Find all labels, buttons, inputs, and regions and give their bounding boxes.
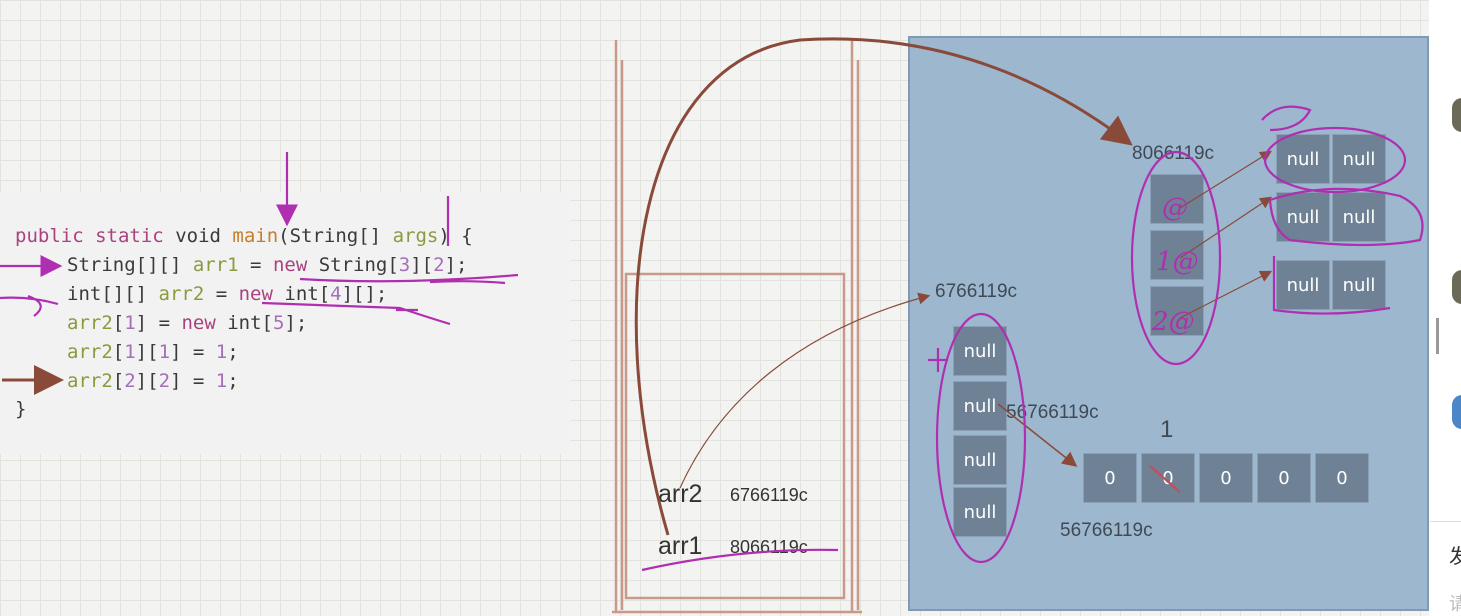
sub-array-2-cell-0: null bbox=[1276, 260, 1330, 310]
arr2-pointer-arrow bbox=[679, 292, 931, 489]
code-panel bbox=[0, 192, 570, 454]
int-array-cell-4: 0 bbox=[1315, 453, 1369, 503]
arr2-cell-1-address: 56766119c bbox=[1006, 402, 1099, 423]
arr1-cell-1-arrow bbox=[1179, 196, 1272, 259]
arr2-heap-address: 6766119c bbox=[935, 281, 1018, 302]
sub-array-1-circle bbox=[1268, 187, 1424, 247]
arr1-cell-1-handwritten: 1@ bbox=[1156, 247, 1199, 277]
arr1-underline bbox=[641, 548, 839, 572]
code-line-1: public static void main(String[] args) { bbox=[15, 225, 473, 247]
sub-array-0-cell-0: null bbox=[1276, 134, 1330, 184]
code-line-7: } bbox=[15, 398, 27, 420]
arr2-cell-0: null bbox=[953, 326, 1007, 376]
sub-array-2-cell-1: null bbox=[1332, 260, 1386, 310]
side-char-2: 请 bbox=[1449, 594, 1461, 615]
side-char-1: 发 bbox=[1449, 544, 1461, 568]
sub-array-0-circle bbox=[1263, 126, 1407, 194]
avatar[interactable] bbox=[1452, 98, 1461, 132]
sub-array-1-cell-0: null bbox=[1276, 192, 1330, 242]
int-array-cell-2: 0 bbox=[1199, 453, 1253, 503]
arr1-heap-address: 8066119c bbox=[1132, 143, 1215, 164]
arr1-cell-0-handwritten: @ bbox=[1162, 193, 1188, 223]
stack-var-arr1: arr1 bbox=[658, 532, 703, 560]
arr2-cell-1: null bbox=[953, 381, 1007, 431]
sub-array-1-cell-1: null bbox=[1332, 192, 1386, 242]
arr1-cell-0-arrow bbox=[1179, 150, 1273, 209]
int-array-cell-3: 0 bbox=[1257, 453, 1311, 503]
arr1-circle bbox=[1130, 150, 1222, 366]
int-array-cell-0: 0 bbox=[1083, 453, 1137, 503]
sub-array-0-cell-1: null bbox=[1332, 134, 1386, 184]
arr1-pointer-arrow bbox=[634, 37, 1133, 536]
sub-array-2-bracket bbox=[1272, 256, 1391, 315]
stack-var-arr2: arr2 bbox=[658, 480, 703, 508]
line-3-pointer-stroke bbox=[0, 294, 59, 317]
arr1-cell-1 bbox=[1150, 230, 1204, 280]
avatar[interactable] bbox=[1452, 270, 1461, 304]
arr1-cell-2-arrow bbox=[1179, 270, 1273, 319]
line-3-underline bbox=[261, 301, 451, 326]
sub-array-0-scribble bbox=[1261, 105, 1312, 132]
assigned-value: 1 bbox=[1160, 416, 1174, 443]
code-line-5: arr2[1][1] = 1; bbox=[67, 341, 239, 363]
code-line-3: int[][] arr2 = new int[4][]; bbox=[67, 283, 388, 305]
avatar[interactable] bbox=[1452, 395, 1461, 429]
arr2-circle bbox=[935, 312, 1027, 564]
stack-addr-arr2: 6766119c bbox=[730, 485, 808, 505]
int-array-cell-1: 0 bbox=[1141, 453, 1195, 503]
code-line-4: arr2[1] = new int[5]; bbox=[67, 312, 308, 334]
divider bbox=[1430, 521, 1461, 522]
arr2-cell-3: null bbox=[953, 487, 1007, 537]
arr2-cell-2: null bbox=[953, 435, 1007, 485]
code-line-6: arr2[2][2] = 1; bbox=[67, 370, 239, 392]
code-line-2: String[][] arr1 = new String[3][2]; bbox=[67, 254, 468, 276]
arr2-cell-1-arrow bbox=[997, 403, 1078, 467]
int-array-address: 56766119c bbox=[1060, 520, 1153, 541]
arr1-cell-2-handwritten: 2@ bbox=[1151, 307, 1195, 337]
int-array-cell-1-strike bbox=[1149, 465, 1181, 493]
arr2-plus-mark bbox=[928, 348, 948, 372]
line-2-underline bbox=[299, 273, 519, 285]
right-side-strip bbox=[1429, 0, 1461, 616]
resize-handle[interactable] bbox=[1436, 318, 1439, 354]
